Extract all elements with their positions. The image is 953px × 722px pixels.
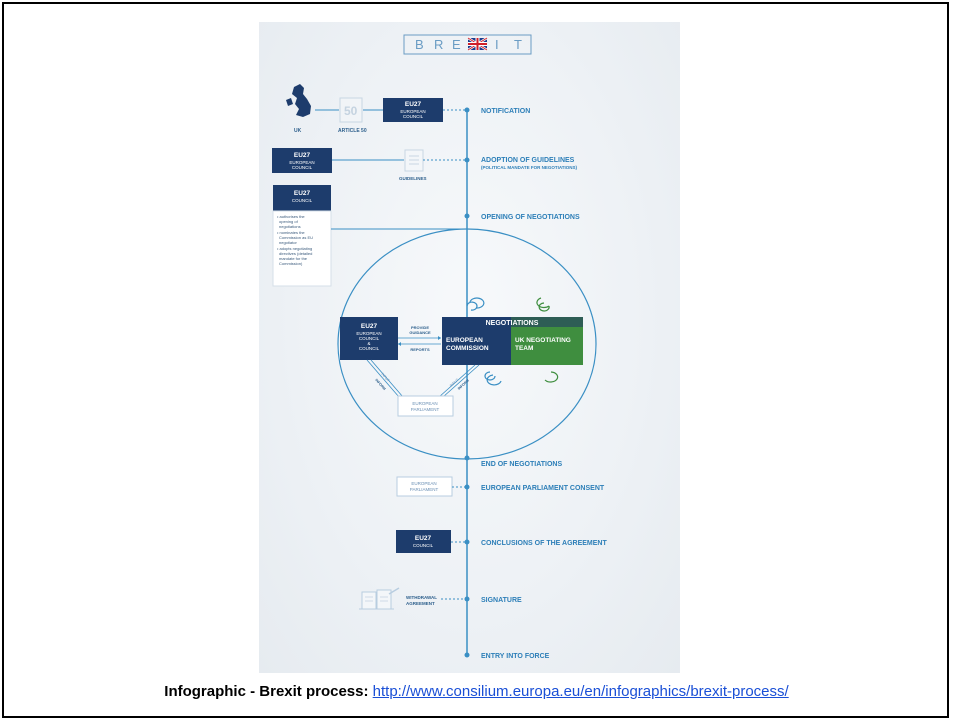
box-text: COUNCIL [359, 336, 380, 341]
uk-flag-icon [467, 36, 488, 52]
box-text: EUROPEAN [289, 160, 314, 165]
box-text: TEAM [515, 345, 533, 352]
withdrawal-agreement-icon [359, 587, 400, 610]
guidelines-label: GUIDELINES [399, 176, 427, 181]
title-letter-r: R [434, 37, 443, 52]
step-dot-opening [464, 213, 470, 219]
title-letter-b: B [415, 37, 427, 52]
provide-guidance-label: GUIDANCE [409, 330, 431, 335]
box-text: EU27 [405, 101, 422, 108]
arrow-head [438, 336, 441, 340]
step-dot-end [464, 455, 470, 461]
box-text: EUROPEAN [412, 401, 437, 406]
step-dot-notification [464, 107, 470, 113]
commission-box [442, 327, 511, 365]
step-dot-consent [464, 484, 470, 490]
uk-map-icon [286, 84, 311, 117]
bullet-text: directives (detailed [279, 251, 312, 256]
box-text: PARLIAMENT [411, 407, 440, 412]
step-dot-signature [464, 596, 470, 602]
process-diagram: B R E I T UK 50 ARTICLE 50 EU27 EUROPEAN… [272, 34, 607, 660]
opening-council-box: EU27 COUNCIL • authorises the opening of… [272, 185, 332, 287]
negotiations-panel: NEGOTIATIONS EUROPEAN COMMISSION UK NEGO… [442, 317, 583, 365]
negotiations-header: NEGOTIATIONS [486, 320, 539, 327]
conclusions-council-box: EU27 COUNCIL [396, 530, 451, 553]
source-link[interactable]: http://www.consilium.europa.eu/en/infogr… [372, 683, 789, 700]
step-notification: NOTIFICATION [481, 108, 530, 115]
bullet-text: • nominates the [277, 230, 305, 235]
withdrawal-label: AGREEMENT [406, 601, 435, 606]
negotiation-council-box: EU27 EUROPEAN COUNCIL & COUNCIL [340, 317, 398, 360]
bullet-text: mandate for the [279, 256, 308, 261]
box-text: PARLIAMENT [410, 487, 439, 492]
uk-label: UK [294, 128, 302, 134]
step-conclusions: CONCLUSIONS OF THE AGREEMENT [481, 540, 607, 547]
bullet-text: negotiator [279, 240, 297, 245]
box-text: EUROPEAN [356, 331, 381, 336]
document-icon [404, 149, 424, 172]
bullet-text: negotiations [279, 224, 301, 229]
step-dot-guidelines [464, 157, 470, 163]
box-text: & [367, 341, 370, 346]
step-guidelines: ADOPTION OF GUIDELINES [481, 157, 575, 164]
parliament-links: INPUT INFORM INPUT INFORM [366, 359, 480, 398]
title-box [403, 34, 532, 55]
box-text: EU27 [294, 190, 311, 197]
bullet-text: opening of [279, 219, 299, 224]
caption-title: Infographic - Brexit process: [164, 683, 373, 700]
caption: Infographic - Brexit process: http://www… [0, 683, 953, 700]
circular-arrows-icon [466, 297, 559, 386]
box-text: EU27 [415, 535, 432, 542]
box-text: COUNCIL [292, 165, 313, 170]
title-letter-e: E [452, 37, 461, 52]
step-entry: ENTRY INTO FORCE [481, 653, 550, 660]
box-text: EU27 [361, 323, 378, 330]
bullet-text: • adopts negotiating [277, 246, 312, 251]
article-number: 50 [344, 104, 358, 118]
box-text: COUNCIL [359, 346, 380, 351]
reports-label: REPORTS [410, 347, 430, 352]
box-text: COUNCIL [413, 543, 434, 548]
box-text: COMMISSION [446, 345, 489, 352]
step-dot-conclusions [464, 539, 470, 545]
withdrawal-label: WITHDRAWAL [406, 595, 437, 600]
title-letter-t: T [514, 37, 522, 52]
box-text: COUNCIL [403, 114, 424, 119]
brexit-infographic: B R E I T UK 50 ARTICLE 50 EU27 EUROPEAN… [259, 22, 680, 673]
box-text: EUROPEAN [411, 481, 436, 486]
box-text: EUROPEAN [446, 337, 483, 344]
title-letter-i: I [495, 37, 499, 52]
article-50-label: ARTICLE 50 [338, 128, 367, 134]
step-dot-entry [464, 652, 470, 658]
bullet-text: • authorises the [277, 214, 305, 219]
box-text: EUROPEAN [400, 109, 425, 114]
provide-guidance-label: PROVIDE [411, 325, 429, 330]
input-label: INPUT [380, 372, 391, 383]
step-signature: SIGNATURE [481, 597, 522, 604]
step-opening: OPENING OF NEGOTIATIONS [481, 214, 580, 221]
box-text: EU27 [294, 152, 311, 159]
bullet-text: Commission) [279, 261, 303, 266]
step-guidelines-sub: (POLITICAL MANDATE FOR NEGOTIATIONS) [481, 165, 577, 170]
bullet-text: Commission as EU [279, 235, 313, 240]
input-label: INPUT [449, 377, 460, 388]
box-text: UK NEGOTIATING [515, 337, 571, 344]
arrow-head [398, 342, 401, 346]
step-end: END OF NEGOTIATIONS [481, 461, 562, 468]
negotiation-parliament-box: EUROPEAN PARLIAMENT [397, 395, 454, 417]
uk-team-box [511, 327, 583, 365]
notification-council-box: EU27 EUROPEAN COUNCIL [383, 98, 443, 122]
article-50-icon: 50 [339, 97, 363, 123]
guidelines-council-box: EU27 EUROPEAN COUNCIL [272, 148, 332, 173]
box-text: COUNCIL [292, 198, 313, 203]
step-consent: EUROPEAN PARLIAMENT CONSENT [481, 485, 605, 492]
consent-parliament-box: EUROPEAN PARLIAMENT [396, 476, 453, 497]
